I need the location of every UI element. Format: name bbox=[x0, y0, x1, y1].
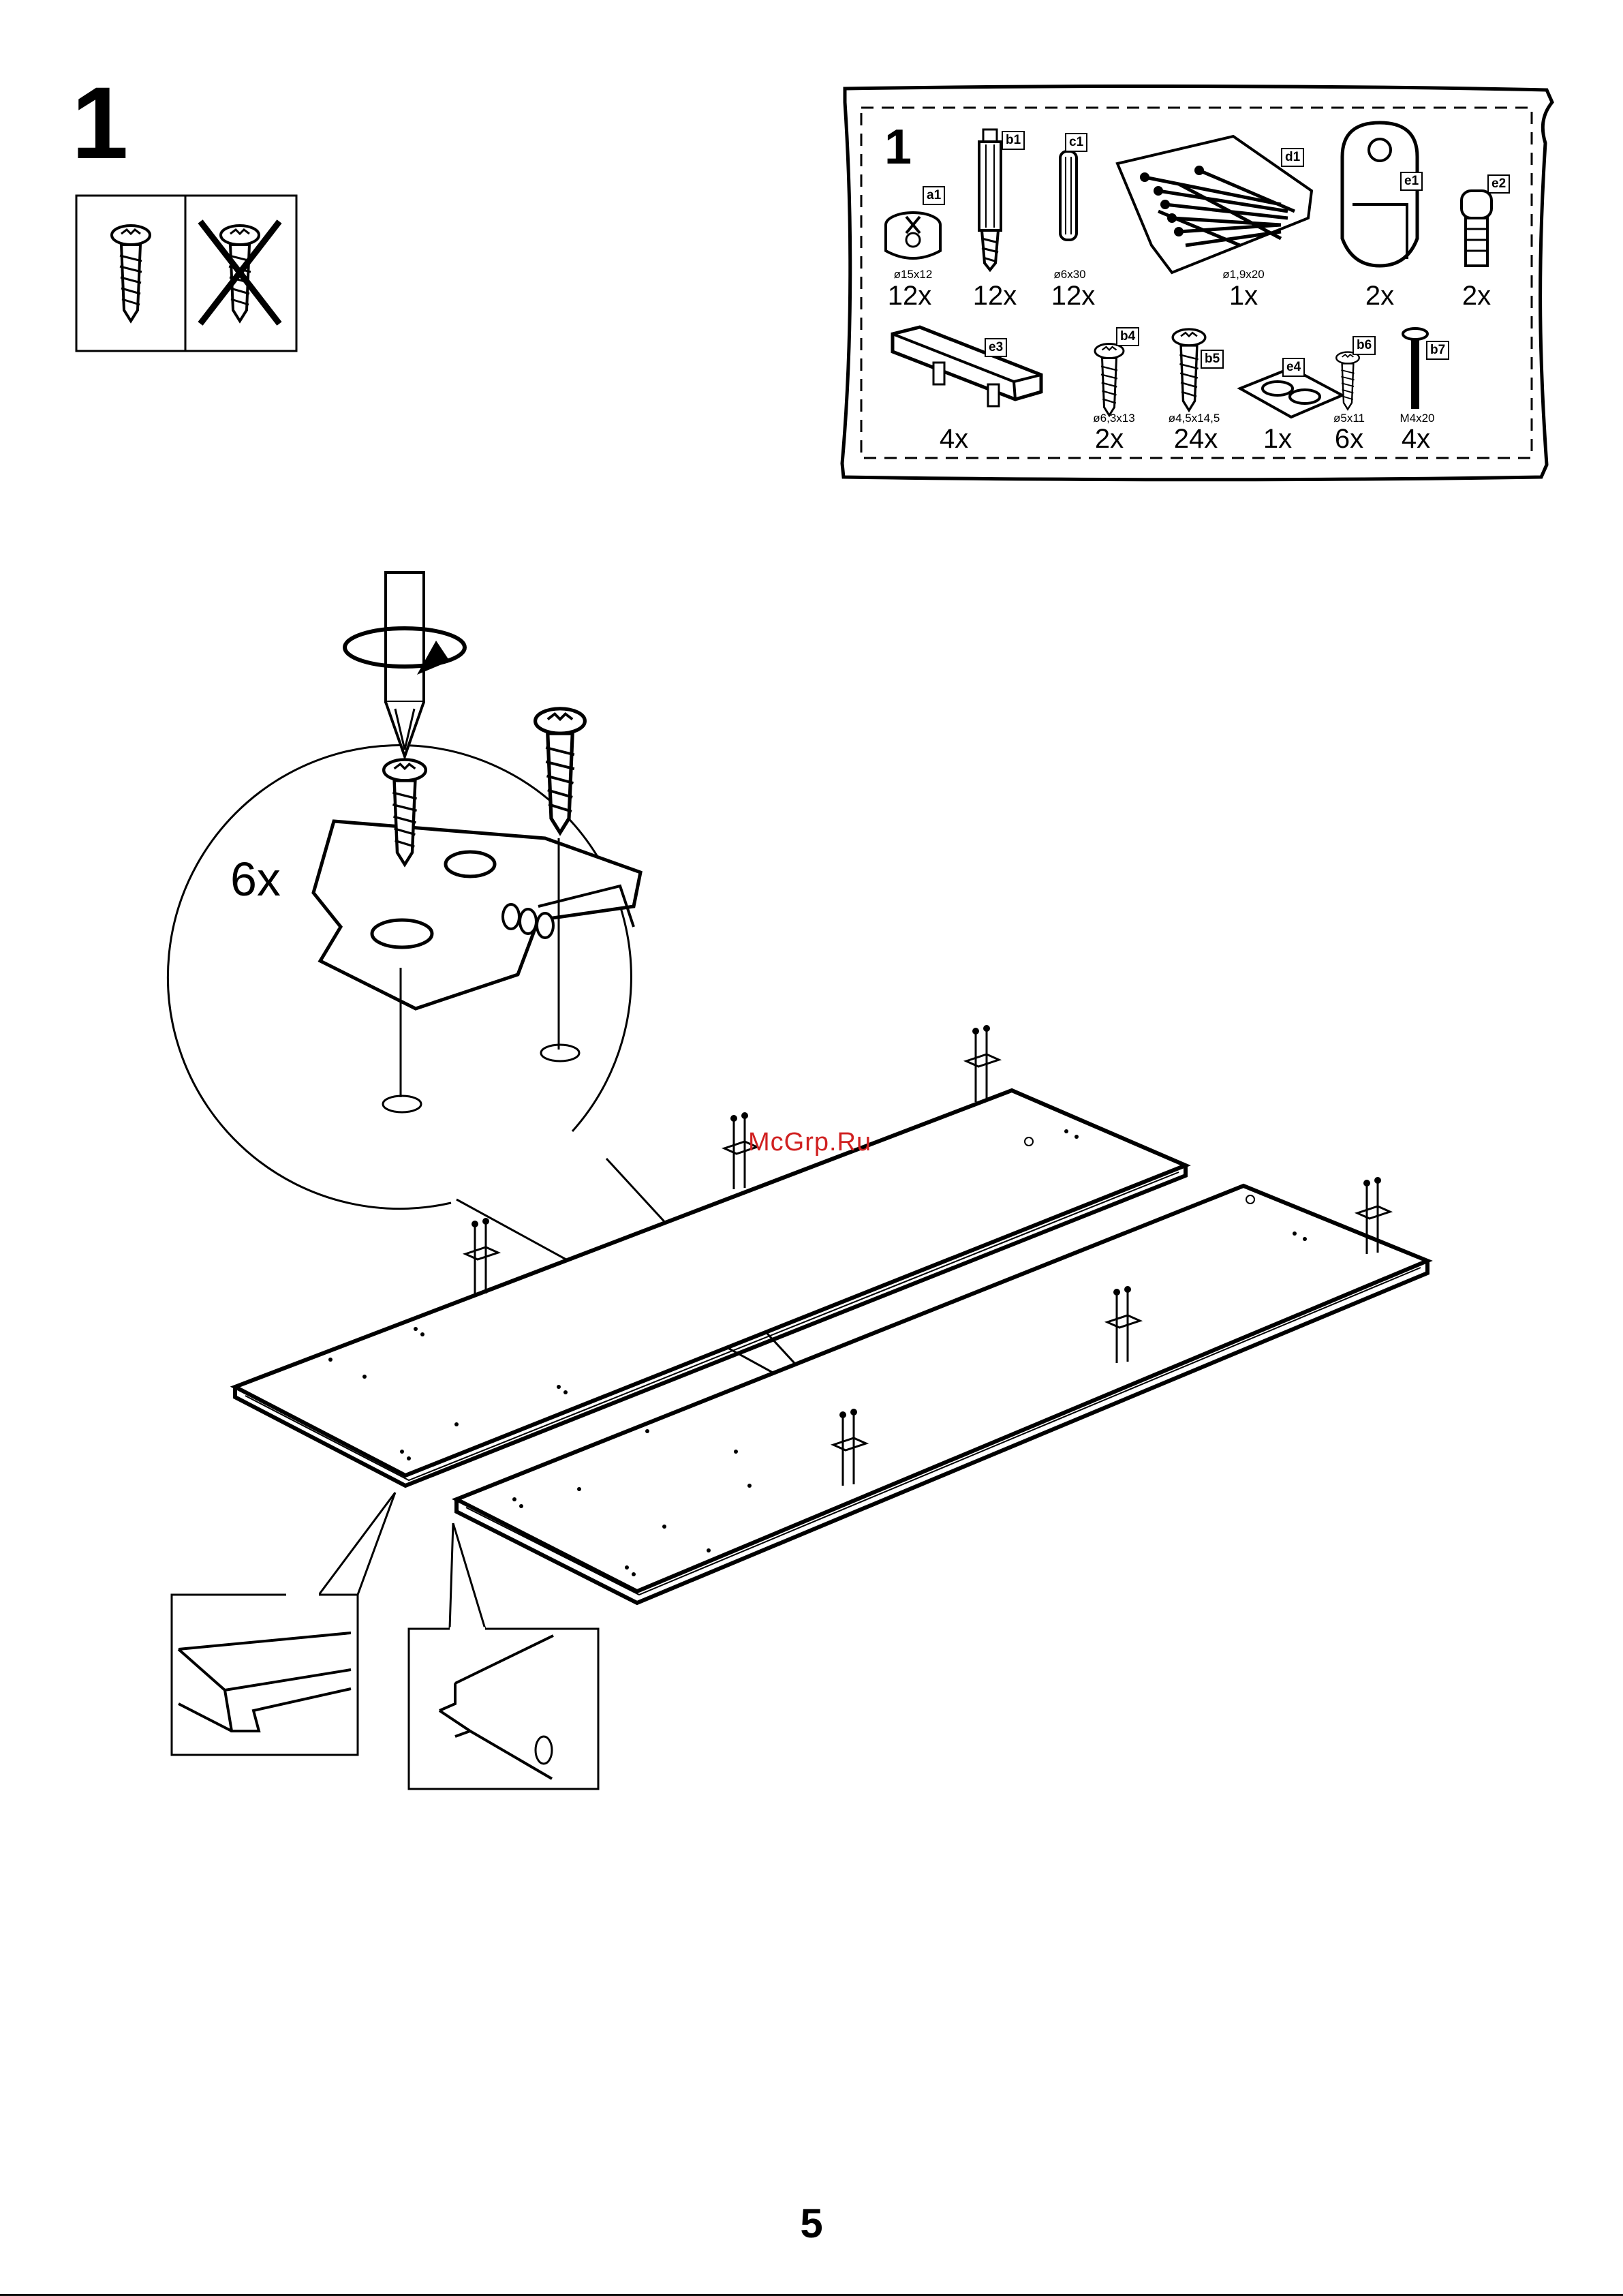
watermark: McGrp.Ru bbox=[748, 1128, 871, 1157]
dowel-icon bbox=[1060, 151, 1077, 240]
cam-bolt-icon bbox=[979, 129, 1001, 270]
part-tag-b7: b7 bbox=[1426, 341, 1449, 360]
edge-detail-left bbox=[172, 1493, 395, 1755]
part-tag-e4: e4 bbox=[1282, 358, 1305, 377]
screwdriver-icon bbox=[345, 572, 465, 756]
edge-detail-right bbox=[409, 1523, 598, 1789]
cam-lock-icon bbox=[886, 213, 940, 258]
clip-icon bbox=[1342, 123, 1417, 266]
part-tag-e2: e2 bbox=[1487, 174, 1510, 194]
part-tag-b4: b4 bbox=[1116, 327, 1139, 346]
part-tag-d1: d1 bbox=[1281, 148, 1304, 167]
part-dim-c1: ø6x30 bbox=[1039, 268, 1100, 281]
mounting-plate-icon bbox=[313, 821, 640, 1112]
plate-marker-1 bbox=[465, 1218, 498, 1295]
part-qty-b1: 12x bbox=[964, 281, 1025, 311]
part-tag-b5: b5 bbox=[1201, 350, 1224, 369]
plate-marker-3 bbox=[966, 1025, 999, 1102]
screw-detail-right-icon bbox=[536, 709, 585, 833]
pin-icon bbox=[1462, 191, 1491, 266]
part-tag-e3: e3 bbox=[985, 338, 1007, 357]
part-qty-e3: 4x bbox=[923, 424, 985, 455]
part-qty-b5: 24x bbox=[1162, 424, 1230, 455]
part-qty-a1: 12x bbox=[879, 281, 940, 311]
part-qty-e1: 2x bbox=[1349, 281, 1410, 311]
part-dim-d1: ø1,9x20 bbox=[1209, 268, 1278, 281]
part-qty-b4: 2x bbox=[1079, 424, 1140, 455]
part-tag-e1: e1 bbox=[1400, 172, 1423, 191]
part-dim-b4: ø6,3x13 bbox=[1080, 412, 1148, 425]
part-qty-b6: 6x bbox=[1318, 424, 1380, 455]
part-tag-a1: a1 bbox=[923, 186, 945, 205]
part-qty-e4: 1x bbox=[1247, 424, 1308, 455]
detail-quantity: 6x bbox=[230, 852, 281, 906]
parts-step-number: 1 bbox=[884, 119, 912, 175]
part-qty-c1: 12x bbox=[1042, 281, 1104, 311]
page-number: 5 bbox=[0, 2200, 1623, 2247]
part-dim-a1: ø15x12 bbox=[882, 268, 944, 281]
part-dim-b7: M4x20 bbox=[1390, 412, 1444, 425]
part-qty-b7: 4x bbox=[1385, 424, 1447, 455]
part-qty-d1: 1x bbox=[1213, 281, 1274, 311]
part-tag-c1: c1 bbox=[1065, 133, 1087, 152]
part-dim-b5: ø4,5x14,5 bbox=[1155, 412, 1233, 425]
screw-check-box bbox=[76, 196, 296, 351]
part-tag-b6: b6 bbox=[1352, 336, 1376, 355]
part-dim-b6: ø5x11 bbox=[1322, 412, 1376, 425]
part-tag-b1: b1 bbox=[1002, 131, 1025, 150]
part-qty-e2: 2x bbox=[1446, 281, 1507, 311]
